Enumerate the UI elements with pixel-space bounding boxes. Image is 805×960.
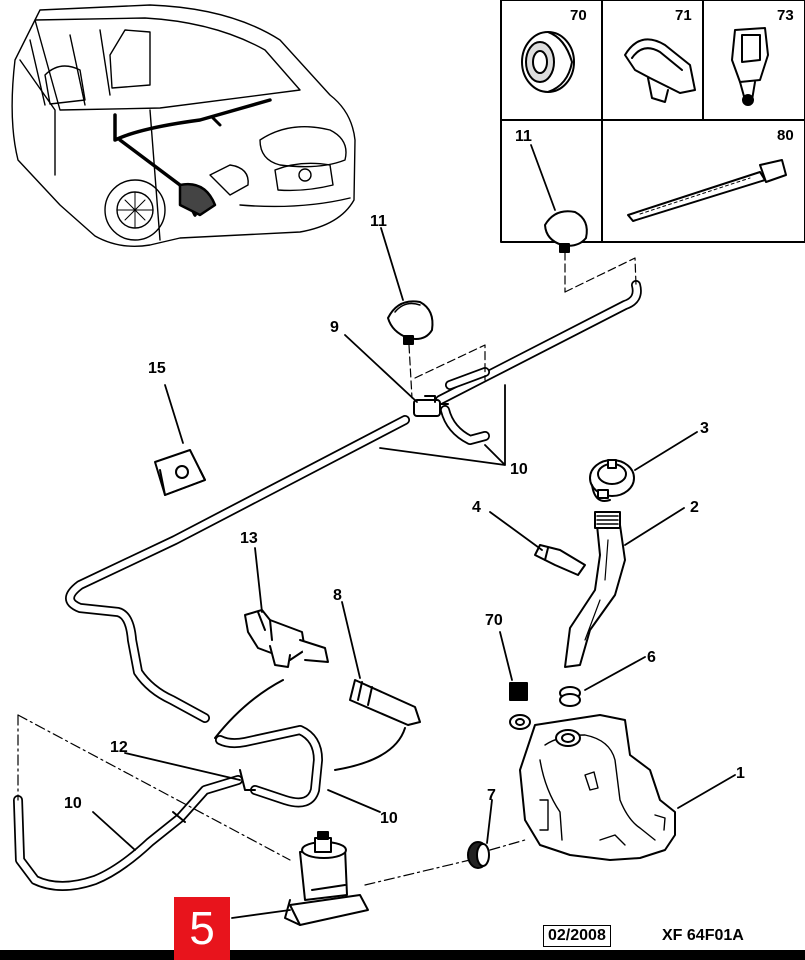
callout-11-left: 11 bbox=[370, 213, 387, 230]
callout-7: 7 bbox=[487, 787, 496, 804]
clip-71-icon bbox=[624, 38, 696, 103]
callout-2: 2 bbox=[690, 499, 699, 516]
upper-guide-lines bbox=[408, 251, 637, 399]
inset-label-80: 80 bbox=[777, 127, 794, 144]
diagram-date: 02/2008 bbox=[543, 925, 611, 947]
grommet-7 bbox=[467, 841, 490, 869]
bottom-bar bbox=[0, 950, 805, 960]
clip-15-icon bbox=[154, 449, 206, 496]
callout-70: 70 bbox=[485, 612, 503, 629]
callout-10-right: 10 bbox=[380, 810, 398, 827]
inset-label-73: 73 bbox=[777, 7, 794, 24]
washer-nozzle-11-left bbox=[387, 300, 434, 345]
grommet-70-icon bbox=[521, 31, 575, 93]
callout-4: 4 bbox=[472, 499, 481, 516]
callout-10-left: 10 bbox=[64, 795, 82, 812]
callout-8: 8 bbox=[333, 587, 342, 604]
inset-label-70: 70 bbox=[570, 7, 587, 24]
cable-tie-80-icon bbox=[627, 159, 787, 222]
bracket-4-icon bbox=[534, 544, 586, 576]
callout-9: 9 bbox=[330, 319, 339, 336]
callout-1: 1 bbox=[736, 765, 745, 782]
inset-label-71: 71 bbox=[675, 7, 692, 24]
diagram-reference: XF 64F01A bbox=[662, 927, 744, 944]
lower-guide-lines bbox=[17, 714, 526, 886]
callout-11-right: 11 bbox=[515, 128, 532, 145]
callout-leaders bbox=[92, 144, 736, 919]
callout-5-badge: 5 bbox=[174, 897, 230, 960]
callout-3: 3 bbox=[700, 420, 709, 437]
callout-13: 13 bbox=[240, 530, 258, 547]
marker-70 bbox=[509, 682, 531, 730]
washer-nozzle-11-right bbox=[544, 210, 588, 253]
tube-8-icon bbox=[349, 679, 421, 726]
seal-6 bbox=[559, 686, 581, 707]
connector-13-icon bbox=[244, 609, 329, 668]
washer-pump-5 bbox=[284, 831, 369, 926]
leader-curves bbox=[214, 679, 406, 771]
upper-hose-lines bbox=[65, 280, 642, 723]
washer-reservoir-1 bbox=[519, 714, 676, 861]
callout-10-upper: 10 bbox=[510, 461, 528, 478]
callout-15: 15 bbox=[148, 360, 166, 377]
accessory-inset-box bbox=[500, 0, 805, 243]
filler-neck-2 bbox=[564, 511, 626, 668]
callout-6: 6 bbox=[647, 649, 656, 666]
clip-73-icon bbox=[731, 27, 769, 106]
lower-hose-lines bbox=[13, 725, 323, 891]
filler-cap-3 bbox=[589, 459, 635, 502]
callout-labels: 1 2 3 4 6 7 8 9 10 10 10 11 11 12 13 15 … bbox=[64, 7, 794, 827]
callout-12: 12 bbox=[110, 739, 128, 756]
vehicle-location-sketch bbox=[11, 4, 356, 248]
t-connector-9 bbox=[413, 395, 449, 417]
